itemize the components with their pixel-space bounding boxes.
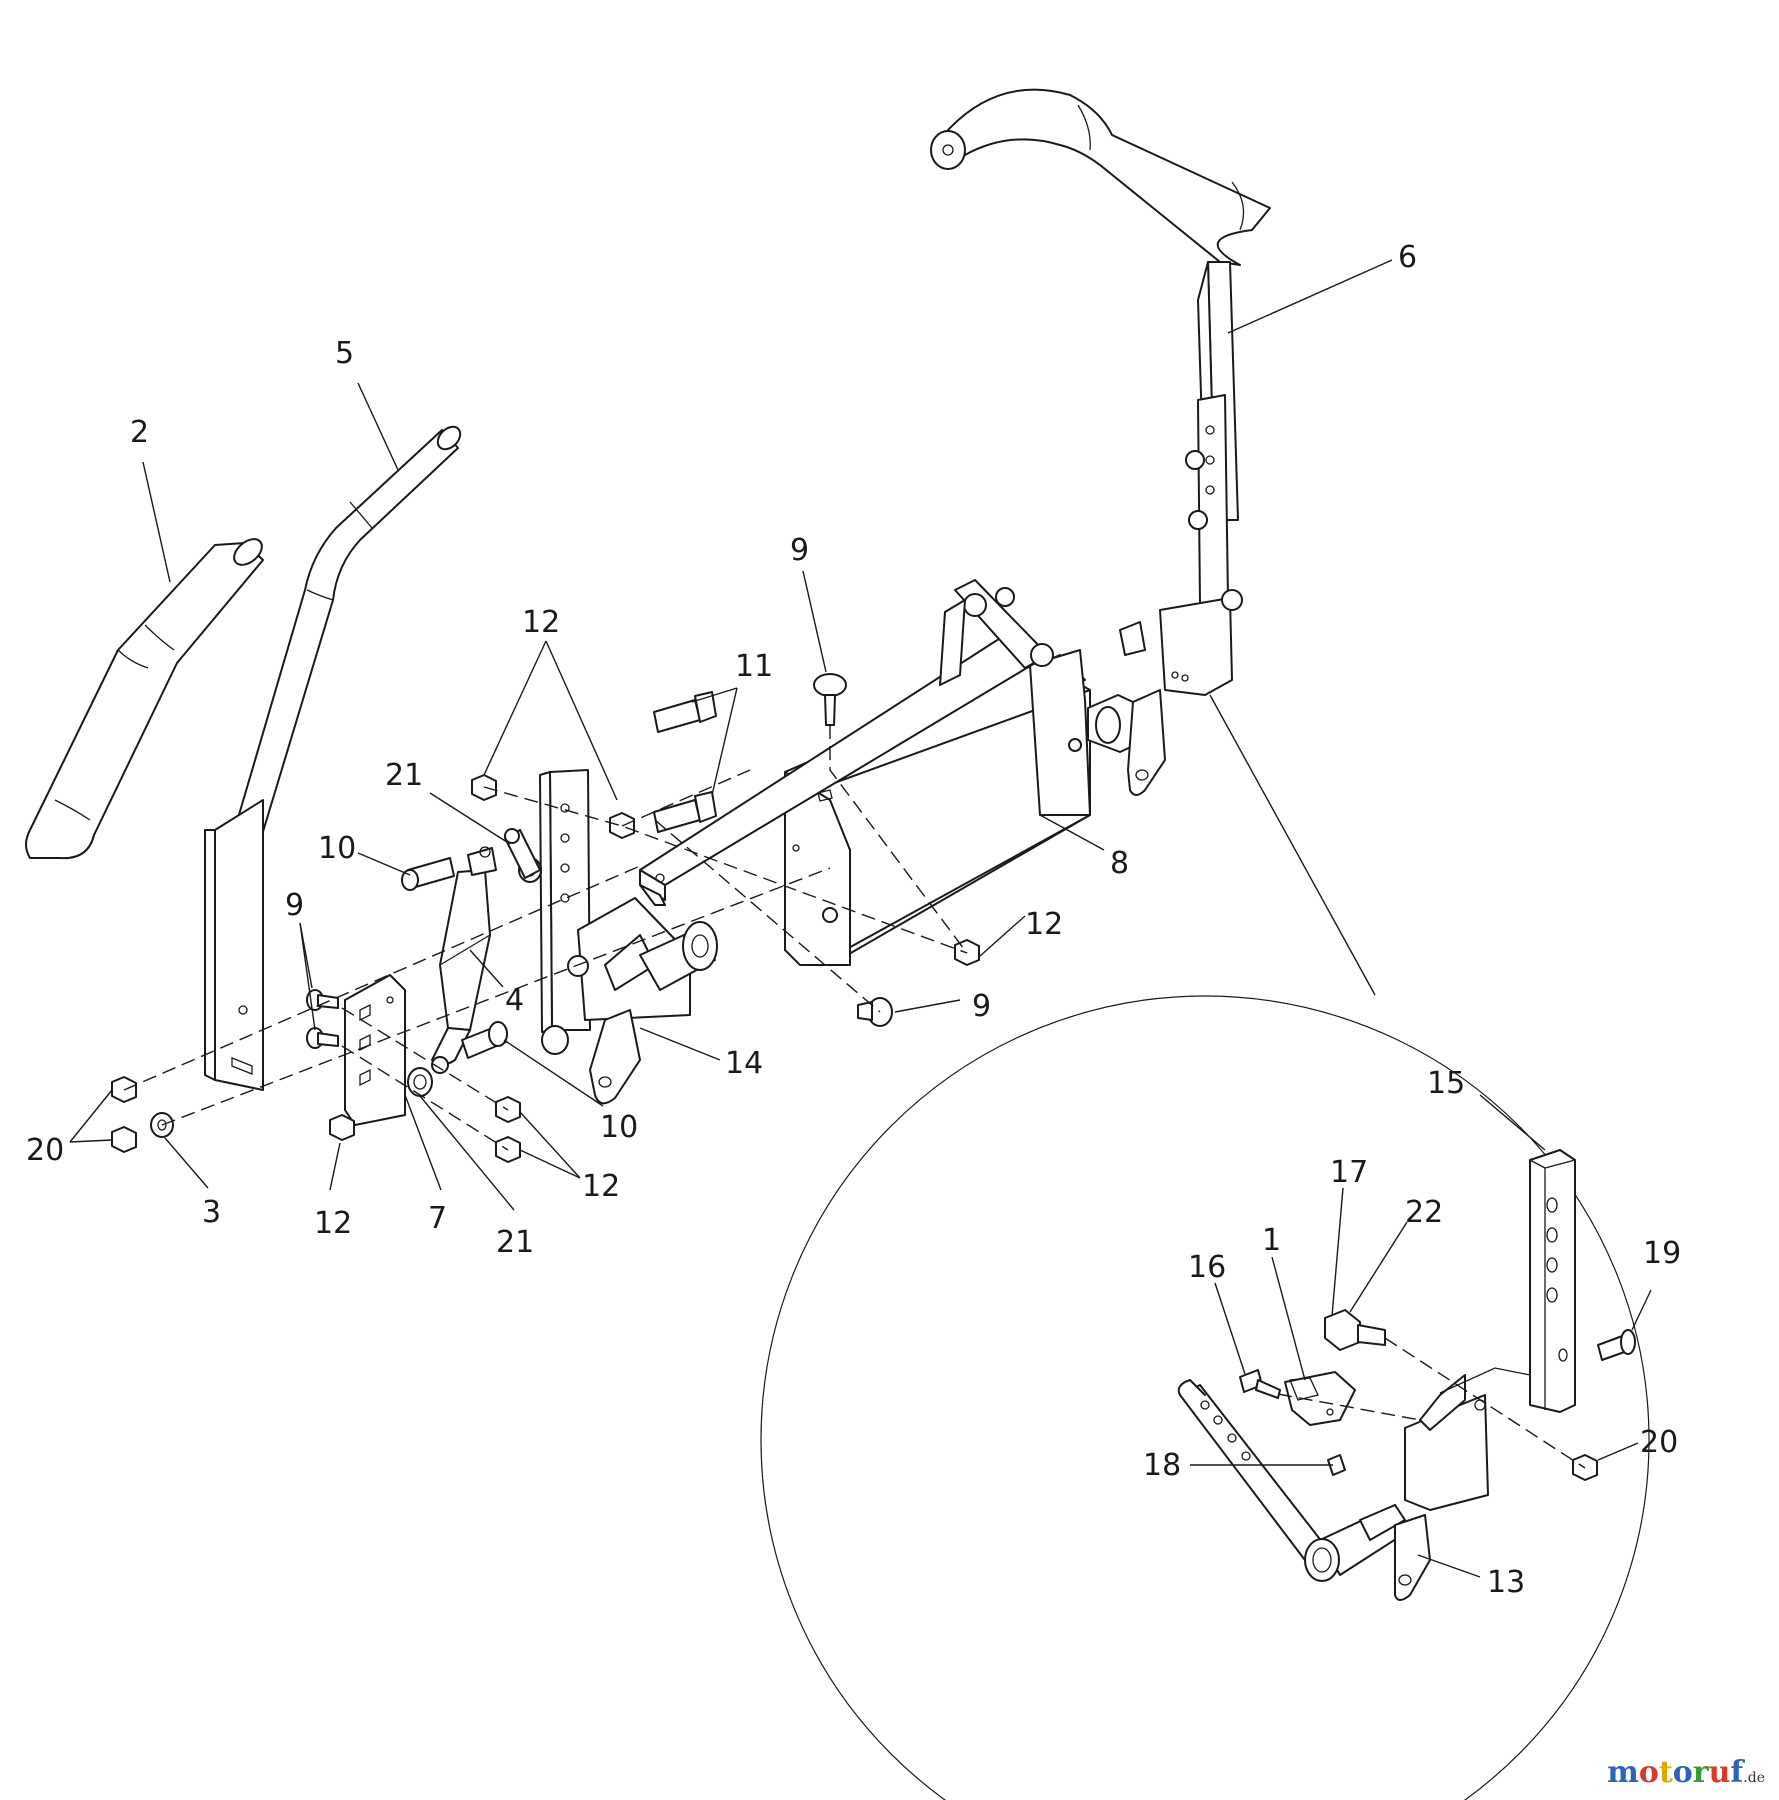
- callout-19: 19: [1643, 1236, 1681, 1271]
- callout-12-c: 12: [582, 1169, 620, 1204]
- callout-22: 22: [1405, 1195, 1443, 1230]
- callout-15: 15: [1427, 1066, 1465, 1101]
- callout-12-d: 12: [314, 1206, 352, 1241]
- wm-letter-r: r: [1692, 1755, 1709, 1790]
- callout-17: 17: [1330, 1155, 1368, 1190]
- callout-21-a: 21: [385, 758, 423, 793]
- wm-letter-u: u: [1708, 1755, 1731, 1790]
- callout-12-a: 12: [522, 605, 560, 640]
- part-7-bracket: [344, 974, 406, 1126]
- callout-2: 2: [130, 415, 149, 450]
- callout-1: 1: [1262, 1223, 1281, 1258]
- callout-9-top: 9: [790, 533, 809, 568]
- callout-10-a: 10: [318, 831, 356, 866]
- wm-letter-o2: o: [1672, 1755, 1693, 1790]
- callout-9-left: 9: [285, 888, 304, 923]
- callout-6: 6: [1398, 240, 1417, 275]
- callout-labels: 2 5 6 9 12 11 21 10 9 4 8 12 9 14 10 12 …: [26, 240, 1681, 1600]
- callout-11: 11: [735, 649, 773, 684]
- wm-letter-m: m: [1607, 1755, 1639, 1790]
- callout-5: 5: [335, 336, 354, 371]
- callout-4: 4: [505, 983, 524, 1018]
- leader-lines: [69, 259, 1652, 1578]
- detail-view: [760, 694, 1650, 1800]
- assembly-lines: [123, 725, 968, 1151]
- callout-12-b: 12: [1025, 907, 1063, 942]
- part-4-damper: [431, 846, 497, 1074]
- wm-letter-t: t: [1658, 1755, 1673, 1790]
- part-6-right-lever: [930, 88, 1271, 696]
- motoruf-watermark-logo: motoruf.de: [1607, 1755, 1765, 1790]
- part-2-handle-grip: [25, 538, 264, 860]
- callout-10-b: 10: [600, 1110, 638, 1145]
- callout-20-a: 20: [26, 1133, 64, 1168]
- wm-letter-o1: o: [1638, 1755, 1659, 1790]
- wm-letter-f: f: [1730, 1755, 1744, 1790]
- part-8-frame: [639, 579, 1166, 966]
- callout-20-b: 20: [1640, 1425, 1678, 1460]
- wm-tld: .de: [1743, 1770, 1765, 1786]
- callout-18: 18: [1143, 1448, 1181, 1483]
- callout-16: 16: [1188, 1250, 1226, 1285]
- callout-7: 7: [428, 1201, 447, 1236]
- part-14-pivot-assembly: [539, 769, 718, 1105]
- callout-14: 14: [725, 1046, 763, 1081]
- callout-3: 3: [202, 1195, 221, 1230]
- callout-21-b: 21: [496, 1225, 534, 1260]
- callout-13: 13: [1487, 1565, 1525, 1600]
- callout-9-bot: 9: [972, 989, 991, 1024]
- part-5-left-lever: [204, 425, 462, 1091]
- callout-8: 8: [1110, 846, 1129, 881]
